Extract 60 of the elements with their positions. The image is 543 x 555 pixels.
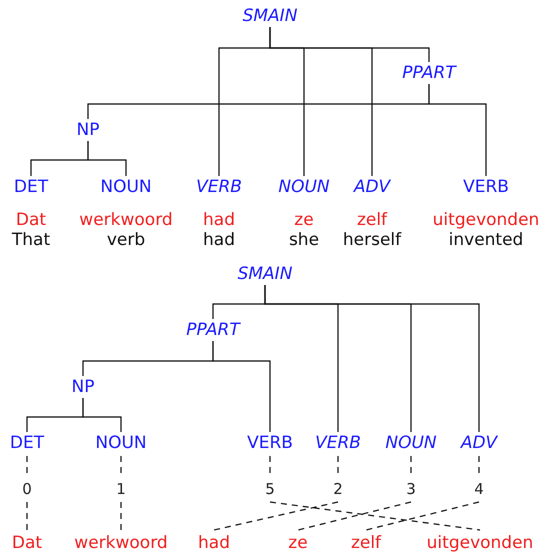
dutch-word: uitgevonden — [432, 210, 540, 230]
category-label: NOUN — [100, 177, 152, 197]
english-gloss: herself — [342, 230, 402, 250]
dutch-word: werkwoord — [79, 210, 173, 230]
position-index: 1 — [116, 479, 126, 499]
category-label: VERB — [196, 177, 242, 197]
dutch-word: zelf — [356, 210, 388, 230]
category-label: DET — [14, 177, 48, 197]
dutch-word: uitgevonden — [426, 533, 534, 553]
position-index: 2 — [333, 479, 343, 499]
dashed-link — [270, 501, 480, 531]
category-label: NOUN — [278, 177, 330, 197]
tree-branch — [82, 398, 122, 432]
english-gloss: invented — [448, 230, 524, 250]
english-gloss: she — [288, 230, 320, 250]
dutch-word: werkwoord — [74, 533, 168, 553]
dashed-link — [337, 456, 339, 476]
category-label: NOUN — [385, 433, 437, 453]
category-label: PPART — [402, 63, 456, 83]
dutch-word: had — [198, 533, 230, 553]
position-index: 4 — [474, 479, 484, 499]
position-index: 0 — [22, 479, 32, 499]
dashed-link — [269, 456, 271, 476]
category-label: NOUN — [95, 433, 147, 453]
dashed-link — [120, 456, 122, 476]
dutch-word: had — [203, 210, 235, 230]
dashed-link — [366, 501, 480, 531]
category-label: SMAIN — [238, 264, 292, 284]
tree-branch — [212, 341, 271, 432]
category-label: VERB — [315, 433, 361, 453]
dashed-link — [26, 456, 28, 476]
category-label: VERB — [463, 177, 509, 197]
dashed-link — [298, 501, 412, 531]
tree-branch — [87, 141, 127, 176]
tree-branch — [269, 27, 430, 62]
tree-branch — [264, 285, 480, 432]
position-index: 3 — [406, 479, 416, 499]
dashed-link — [478, 456, 480, 476]
category-label: ADV — [460, 433, 498, 453]
tree-branch — [428, 84, 487, 176]
category-label: PPART — [186, 320, 240, 340]
category-label: NP — [76, 120, 100, 140]
dashed-link — [410, 456, 412, 476]
category-label: VERB — [247, 433, 293, 453]
english-gloss: That — [12, 230, 50, 250]
dutch-word: Dat — [12, 533, 42, 553]
dashed-link — [214, 501, 338, 531]
position-index: 5 — [265, 479, 275, 499]
dutch-word: ze — [288, 533, 308, 553]
category-label: DET — [10, 433, 44, 453]
dutch-word: ze — [293, 210, 315, 230]
english-gloss: verb — [106, 230, 146, 250]
category-label: SMAIN — [242, 6, 298, 26]
dutch-word: zelf — [350, 533, 382, 553]
category-label: NP — [72, 377, 94, 397]
dashed-link — [120, 502, 122, 530]
english-gloss: had — [203, 230, 235, 250]
dashed-link — [26, 502, 28, 530]
dutch-word: Dat — [14, 210, 48, 230]
category-label: ADV — [354, 177, 390, 197]
